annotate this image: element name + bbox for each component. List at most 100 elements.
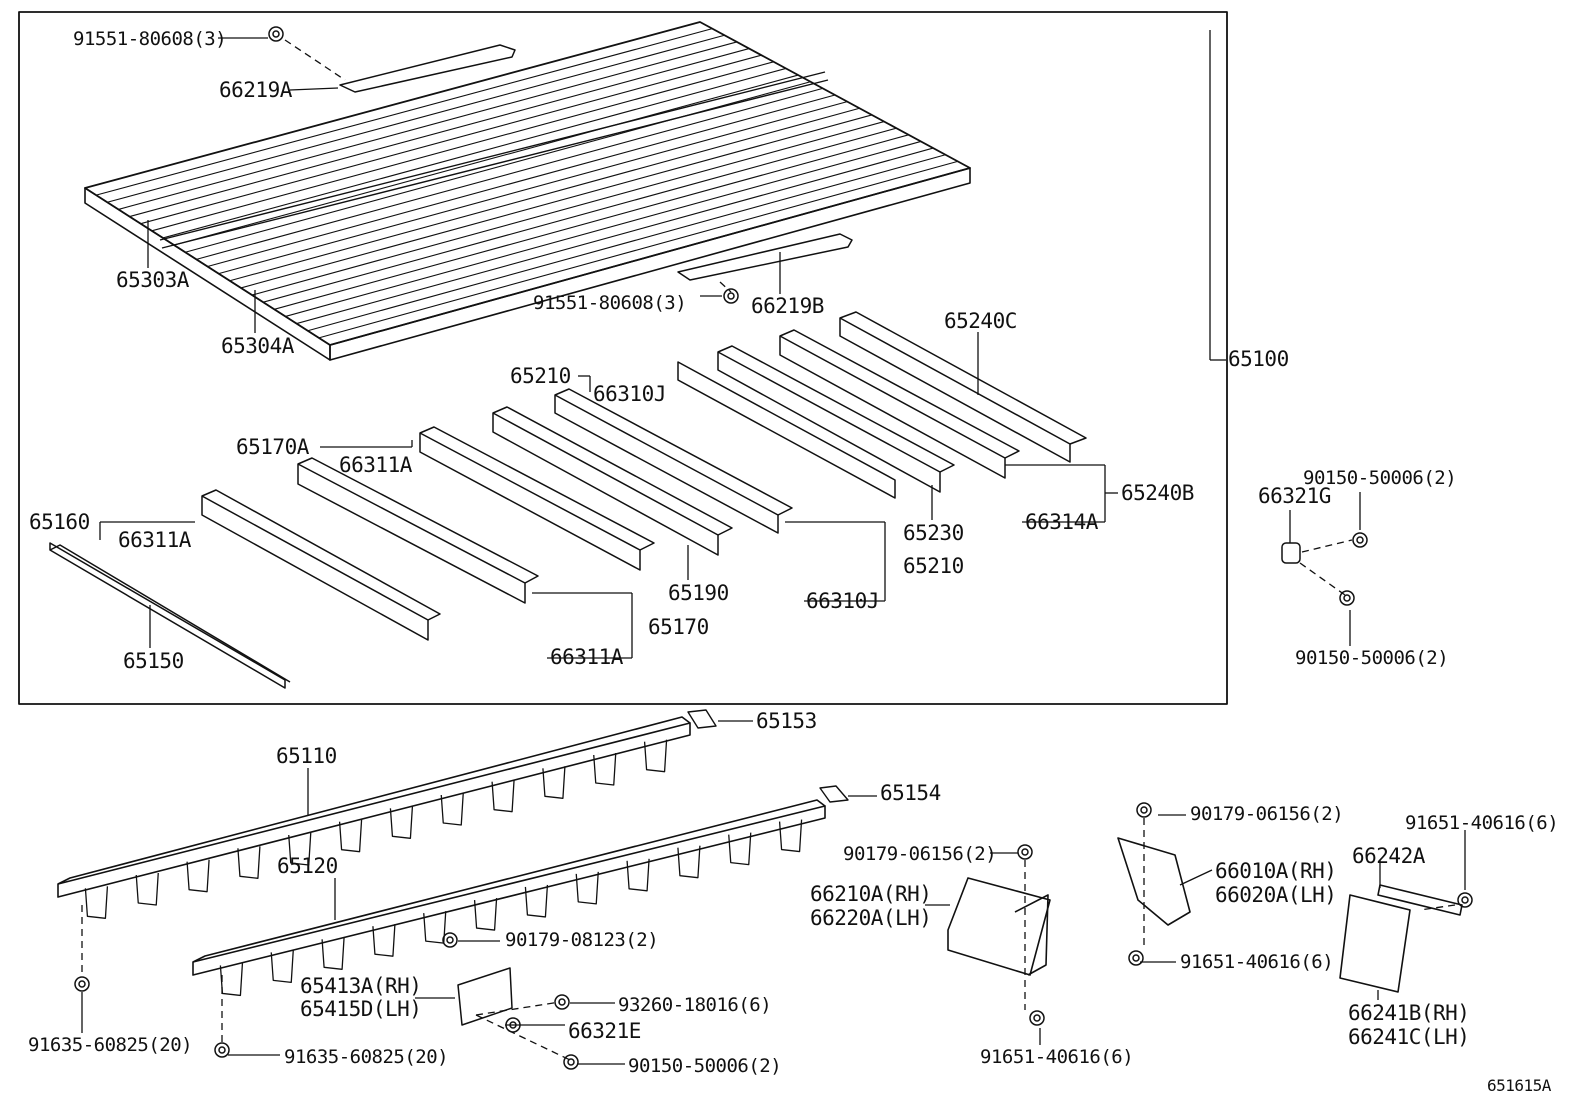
label-91635-60825-a: 91635-60825(20) bbox=[28, 1034, 193, 1056]
sill-brackets bbox=[84, 739, 803, 997]
label-91651-40616-bot: 91651-40616(6) bbox=[980, 1046, 1134, 1068]
label-65190: 65190 bbox=[668, 581, 729, 605]
fastener bbox=[1017, 844, 1033, 860]
label-91551-80608-mid: 91551-80608(3) bbox=[533, 292, 687, 314]
floor-rib bbox=[140, 54, 762, 225]
label-90150-50006-b: 90150-50006(2) bbox=[1295, 647, 1449, 669]
label-66321G: 66321G bbox=[1258, 484, 1331, 508]
sill-bracket bbox=[440, 792, 464, 826]
bed-floor-panel bbox=[84, 21, 971, 361]
sill-bracket bbox=[473, 898, 498, 931]
fastener bbox=[723, 288, 739, 304]
label-66311A-mid: 66311A bbox=[339, 453, 412, 477]
sill-bracket bbox=[524, 884, 549, 918]
fastener bbox=[554, 994, 570, 1010]
fastener-core bbox=[1140, 806, 1148, 814]
label-66219B: 66219B bbox=[751, 294, 824, 318]
cross-member-65240B bbox=[779, 329, 1020, 479]
label-66310J-top: 66310J bbox=[593, 382, 666, 406]
fastener bbox=[268, 26, 284, 42]
floor-rib bbox=[129, 48, 750, 218]
assembly-frame bbox=[18, 11, 1228, 705]
label-91635-60825-b: 91635-60825(20) bbox=[284, 1046, 449, 1068]
stake-65154 bbox=[819, 785, 849, 803]
fastener-core bbox=[1033, 1014, 1041, 1022]
leader-line bbox=[475, 1014, 571, 1061]
fastener bbox=[214, 1042, 230, 1058]
sill-bracket bbox=[593, 752, 617, 786]
floor-rib bbox=[285, 140, 922, 317]
floor-rib bbox=[162, 67, 787, 239]
label-65210-top: 65210 bbox=[510, 364, 571, 388]
label-65160: 65160 bbox=[29, 510, 90, 534]
floor-rib bbox=[251, 121, 885, 296]
leader-line bbox=[1301, 539, 1353, 553]
label-65304A: 65304A bbox=[221, 334, 294, 358]
floor-rib bbox=[207, 94, 836, 268]
leader-lines bbox=[81, 30, 1466, 1065]
sill-bracket bbox=[186, 859, 210, 893]
leader-line bbox=[719, 281, 732, 293]
fastener bbox=[1029, 1010, 1045, 1026]
cross-member-65210-top bbox=[677, 361, 896, 499]
label-66210A: 66210A(RH) bbox=[810, 882, 932, 906]
cross-member-65170 bbox=[297, 457, 539, 604]
label-65100: 65100 bbox=[1228, 347, 1289, 371]
leader-line bbox=[284, 39, 346, 81]
mud-flap-66241B bbox=[1339, 884, 1463, 993]
sill-bracket bbox=[575, 871, 599, 905]
sill-bracket bbox=[135, 872, 159, 906]
sill-bracket bbox=[270, 950, 294, 984]
label-66020A: 66020A(LH) bbox=[1215, 883, 1337, 907]
cross-member-65170A bbox=[419, 426, 655, 571]
fastener-core bbox=[1356, 536, 1364, 544]
floor-rib bbox=[318, 160, 958, 339]
label-65153: 65153 bbox=[756, 709, 817, 733]
label-65170: 65170 bbox=[648, 615, 709, 639]
floor-rib bbox=[274, 134, 909, 310]
label-65303A: 65303A bbox=[116, 268, 189, 292]
side-sill-65120 bbox=[192, 799, 826, 976]
label-65110: 65110 bbox=[276, 744, 337, 768]
label-65210-bot: 65210 bbox=[903, 554, 964, 578]
label-91651-40616-mid: 91651-40616(6) bbox=[1180, 951, 1334, 973]
label-90179-08123: 90179-08123(2) bbox=[505, 929, 659, 951]
sill-bracket bbox=[288, 832, 312, 866]
rail-66219A bbox=[339, 44, 516, 93]
label-90150-50006-a: 90150-50006(2) bbox=[1303, 467, 1457, 489]
floor-rib bbox=[307, 154, 946, 332]
label-91651-40616-right: 91651-40616(6) bbox=[1405, 812, 1559, 834]
floor-rib bbox=[296, 147, 934, 325]
leader-line bbox=[1299, 562, 1346, 596]
label-66010A: 66010A(RH) bbox=[1215, 859, 1337, 883]
stake-65153 bbox=[687, 709, 717, 729]
label-65415D: 65415D(LH) bbox=[300, 997, 422, 1021]
floor-rib bbox=[173, 74, 799, 246]
fastener-core bbox=[1461, 896, 1469, 904]
mud-guard-66210A bbox=[947, 877, 1051, 976]
floor-rib bbox=[196, 87, 823, 260]
sill-bracket bbox=[643, 739, 668, 773]
fastener-core bbox=[218, 1046, 226, 1054]
label-65150: 65150 bbox=[123, 649, 184, 673]
label-66241B: 66241B(RH) bbox=[1348, 1001, 1470, 1025]
label-93260-18016: 93260-18016(6) bbox=[618, 994, 772, 1016]
label-66241C: 66241C(LH) bbox=[1348, 1025, 1470, 1049]
leader-line bbox=[1419, 904, 1456, 911]
label-90150-50006-c: 90150-50006(2) bbox=[628, 1055, 782, 1077]
side-sill-65110 bbox=[57, 716, 691, 898]
cross-member-65150 bbox=[49, 542, 291, 689]
sill-bracket bbox=[626, 858, 650, 892]
floor-rib bbox=[151, 61, 774, 232]
cross-member-65240C bbox=[839, 311, 1087, 463]
sill-bracket bbox=[321, 937, 345, 970]
leader-line bbox=[289, 87, 339, 91]
fastener-core bbox=[446, 936, 454, 944]
fastener-core bbox=[272, 30, 280, 38]
sill-bracket bbox=[491, 779, 515, 813]
fastener bbox=[442, 932, 458, 948]
floor-rib bbox=[218, 101, 848, 275]
label-65240C: 65240C bbox=[944, 309, 1017, 333]
floor-rib bbox=[95, 28, 713, 196]
